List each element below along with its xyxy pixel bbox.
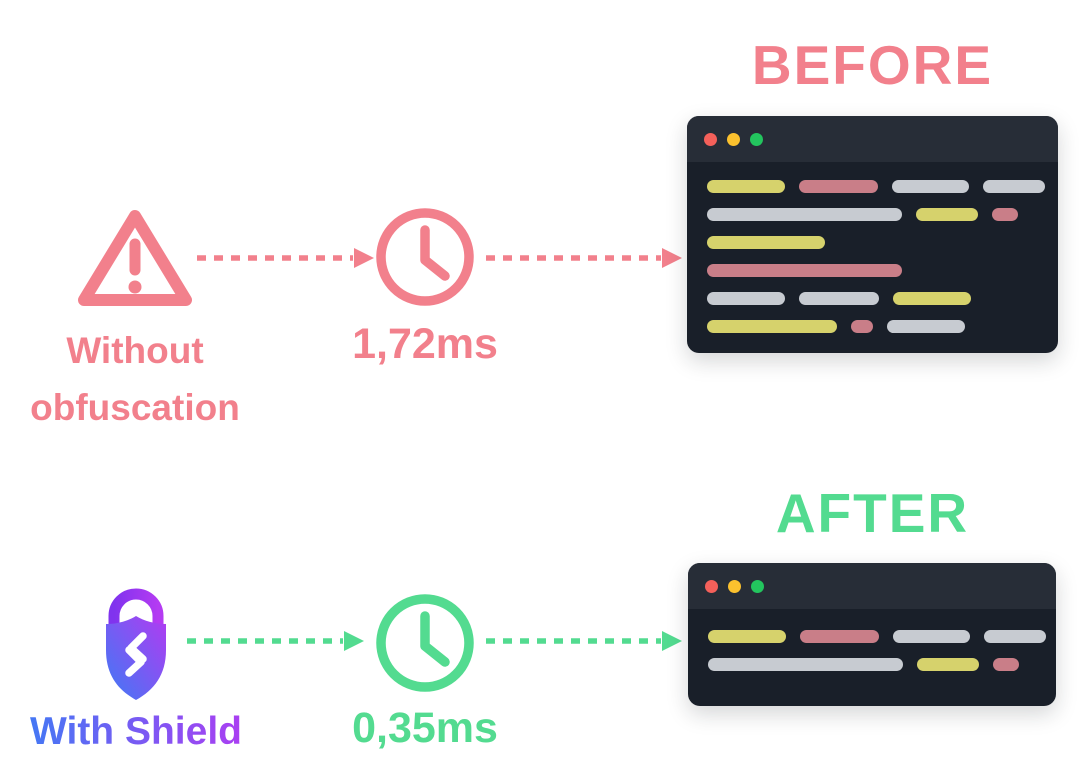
code-line [707,180,1058,193]
code-line [707,236,1058,249]
code-token-yellow [707,320,837,333]
code-window-before [687,116,1058,353]
clock-icon-before [376,208,474,306]
after-title: AFTER [775,482,970,544]
code-token-gray [892,180,969,193]
code-window-after [688,563,1056,706]
code-area [687,162,1058,333]
code-token-yellow [893,292,971,305]
before-title: BEFORE [751,34,994,96]
code-line [708,658,1056,671]
arrow-before-1 [197,248,374,268]
window-titlebar [688,563,1056,609]
before-time: 1,72ms [352,320,498,368]
chevron-right-icon [125,646,145,677]
before-label-line2: obfuscation [30,387,240,428]
maximize-dot-icon [751,579,764,593]
code-token-pink [800,630,879,643]
after-label: With Shield [16,706,256,758]
code-token-gray [887,320,965,333]
code-token-yellow [707,236,825,249]
maximize-dot-icon [750,132,763,146]
shield-lock-icon [106,588,166,700]
minimize-dot-icon [727,132,740,146]
code-token-gray [893,630,970,643]
arrow-after-2 [486,631,682,651]
code-line [707,292,1058,305]
code-token-gray [983,180,1045,193]
arrow-after-1 [187,631,364,651]
before-label-line1: Without [66,330,204,371]
arrow-before-2 [486,248,682,268]
lock-shackle [108,588,164,638]
window-titlebar [687,116,1058,162]
code-line [707,320,1058,333]
before-label: Without obfuscation [0,322,275,436]
code-token-pink [993,658,1019,671]
code-token-gray [707,208,902,221]
code-line [708,630,1056,643]
code-token-pink [707,264,902,277]
clock-icon-after [376,594,474,692]
code-token-yellow [917,658,979,671]
code-line [707,264,1058,277]
code-token-gray [799,292,879,305]
code-token-gray [708,658,903,671]
code-token-yellow [916,208,978,221]
close-dot-icon [704,132,717,146]
after-time: 0,35ms [352,704,498,752]
warning-triangle-icon [78,210,192,306]
code-token-pink [851,320,873,333]
code-token-gray [984,630,1046,643]
code-token-yellow [708,630,786,643]
code-line [707,208,1058,221]
code-token-yellow [707,180,785,193]
minimize-dot-icon [728,579,741,593]
code-area [688,609,1056,671]
code-token-pink [799,180,878,193]
close-dot-icon [705,579,718,593]
code-token-pink [992,208,1018,221]
code-token-gray [707,292,785,305]
